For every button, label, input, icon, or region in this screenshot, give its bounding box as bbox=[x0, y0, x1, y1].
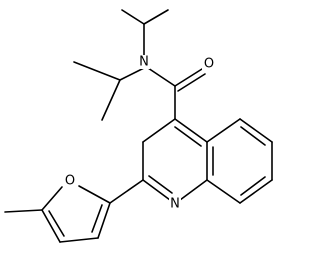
bond-c7-c8-double bbox=[239, 179, 273, 204]
bond-ipr1-methyl-right bbox=[143, 9, 169, 25]
bond-ipr2-to-n bbox=[119, 67, 145, 81]
bond-c4a-c5 bbox=[206, 118, 241, 143]
bond-c5-c6-double bbox=[239, 118, 273, 143]
bond-n-to-carbonyl bbox=[147, 67, 176, 87]
bond-furan-c5-c4-double bbox=[41, 209, 61, 243]
bond-furan-c3-c2-double bbox=[97, 202, 111, 239]
bond-furan-c3-c2-inner bbox=[91, 204, 103, 233]
bond-ipr1-methyl-left bbox=[121, 9, 145, 25]
bond-ipr2-methyl-up bbox=[73, 61, 121, 81]
bond-c2-n1-double-a bbox=[142, 179, 171, 201]
carbonyl-oxygen-label: O bbox=[204, 57, 214, 72]
bond-c7-c8-inner bbox=[240, 176, 266, 196]
bond-c2-n1-double-b bbox=[148, 175, 173, 194]
bond-furan-c2-o bbox=[78, 185, 111, 204]
bond-furan-c5-c4-inner bbox=[48, 210, 65, 237]
bond-n1-c8a bbox=[179, 179, 208, 201]
bond-c4-c3 bbox=[142, 118, 176, 143]
bond-c2-to-furan bbox=[109, 179, 144, 204]
carbonyl-oxygen-bg bbox=[202, 57, 216, 71]
amide-nitrogen-label: N bbox=[139, 55, 149, 70]
bond-furan-o-c5 bbox=[41, 186, 63, 211]
furan-oxygen-bg bbox=[63, 174, 77, 188]
bond-furan-c4-c3 bbox=[59, 237, 99, 243]
molecule-structure: N O O N bbox=[4, 9, 273, 243]
bond-c5-c6-inner bbox=[240, 126, 266, 146]
bond-furan-methyl bbox=[4, 209, 43, 213]
bond-ipr2-methyl-down bbox=[101, 79, 121, 121]
bond-c4a-c4-double-b bbox=[174, 126, 202, 147]
bond-layer bbox=[4, 9, 273, 243]
bond-c8-c8a bbox=[206, 179, 241, 204]
bond-carbonyl-double-b bbox=[177, 73, 206, 92]
atom-labels: N O O N bbox=[63, 55, 216, 212]
amide-nitrogen-bg bbox=[138, 55, 150, 69]
furan-oxygen-label: O bbox=[65, 174, 75, 189]
bond-carbonyl-double-a bbox=[174, 68, 203, 87]
quinoline-nitrogen-bg bbox=[169, 196, 181, 210]
quinoline-nitrogen-label: N bbox=[170, 197, 180, 212]
bond-c4a-c4-double-a bbox=[174, 118, 208, 143]
